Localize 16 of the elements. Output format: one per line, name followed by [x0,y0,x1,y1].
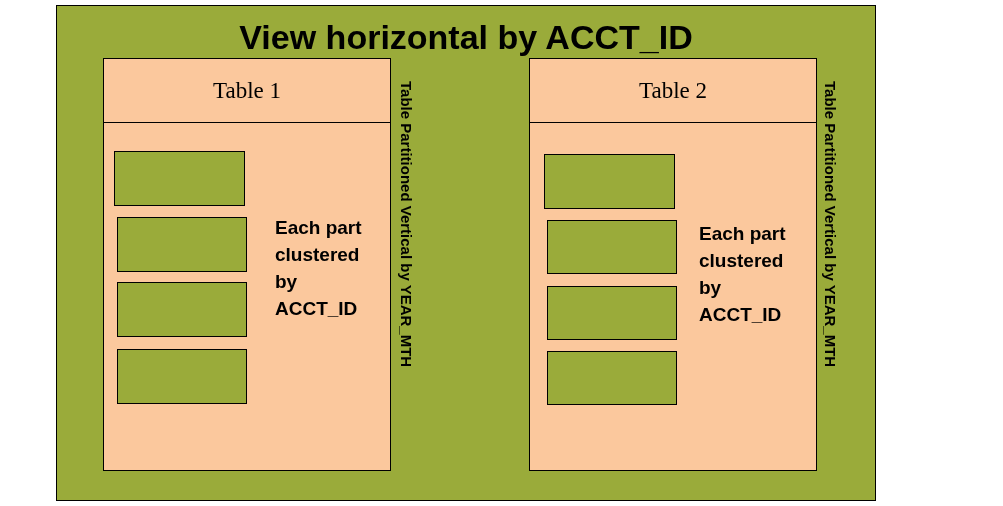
partition-caption: Table Partitioned Vertical by YEAR_MTH [398,81,415,368]
view-title: View horizontal by ACCT_ID [238,20,694,54]
partition-box [547,286,677,340]
table-note: Each part clustered by ACCT_ID [275,216,363,321]
partition-box [117,282,247,337]
partition-box [544,154,675,209]
partition-box [117,349,247,404]
partition-box [114,151,245,206]
partition-box [547,220,677,274]
table-title: Table 2 [530,59,816,123]
table-note: Each part clustered by ACCT_ID [699,222,787,327]
partition-caption: Table Partitioned Vertical by YEAR_MTH [822,81,839,368]
table-title: Table 1 [104,59,390,123]
partition-box [547,351,677,405]
partition-box [117,217,247,272]
view-panel [56,5,876,501]
